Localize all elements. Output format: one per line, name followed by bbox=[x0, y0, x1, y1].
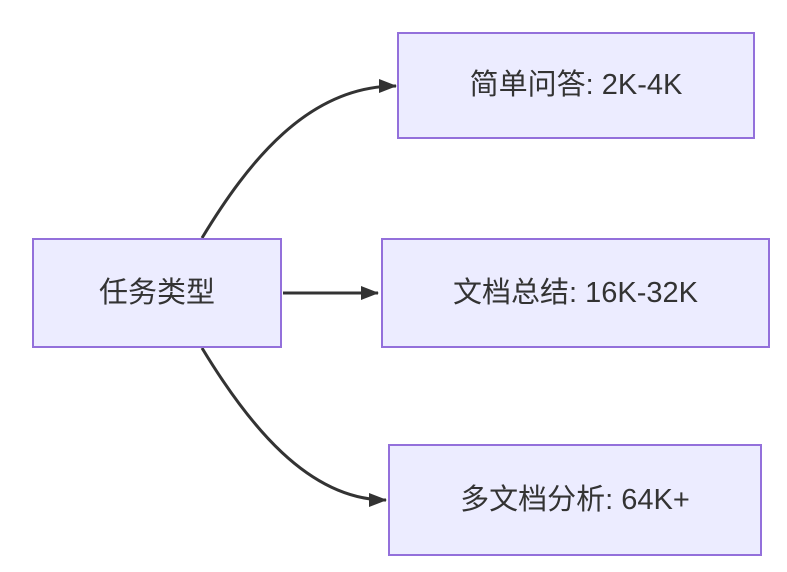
node-label: 多文档分析: 64K+ bbox=[460, 483, 690, 516]
edge-task-type-to-simple-qa bbox=[200, 79, 397, 239]
node-task-type: 任务类型 bbox=[32, 238, 282, 348]
edge-task-type-to-multi-doc-analysis bbox=[200, 347, 387, 507]
node-label: 文档总结: 16K-32K bbox=[453, 276, 698, 309]
node-doc-summary: 文档总结: 16K-32K bbox=[381, 238, 770, 348]
node-multi-doc-analysis: 多文档分析: 64K+ bbox=[388, 444, 762, 556]
node-label: 任务类型 bbox=[98, 276, 215, 309]
node-label: 简单问答: 2K-4K bbox=[469, 69, 683, 102]
node-simple-qa: 简单问答: 2K-4K bbox=[397, 32, 755, 139]
